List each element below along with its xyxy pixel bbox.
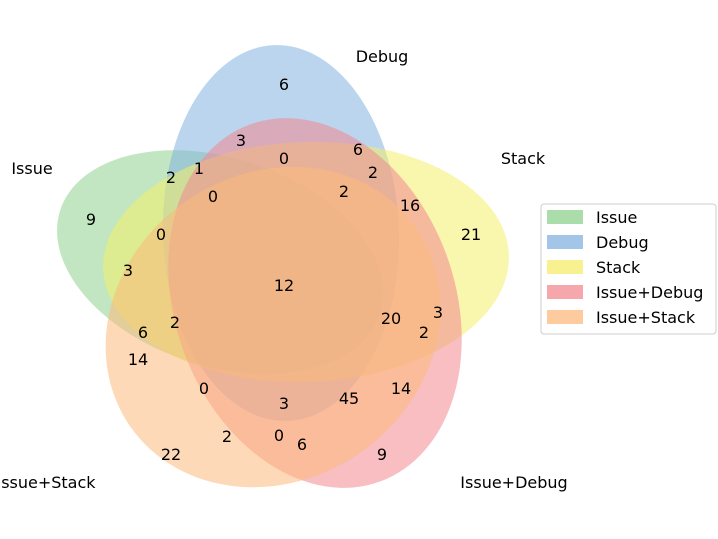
legend-label: Stack (596, 258, 641, 277)
region-count: 22 (161, 445, 181, 464)
legend-swatch-stack (547, 260, 583, 274)
region-count: 21 (461, 225, 481, 244)
legend: Issue Debug Stack Issue+Debug Issue+Stac… (540, 203, 717, 335)
legend-swatch-issue (547, 210, 583, 224)
region-count: 3 (123, 261, 133, 280)
set-ellipse-issue-stack (105, 166, 441, 488)
region-count: 6 (353, 140, 363, 159)
region-count: 2 (419, 323, 429, 342)
set-label-issue-debug: Issue+Debug (460, 473, 567, 492)
region-count: 12 (274, 276, 294, 295)
region-count: 2 (222, 427, 232, 446)
region-count: 1 (194, 159, 204, 178)
legend-label: Debug (596, 233, 649, 252)
region-count: 2 (339, 182, 349, 201)
set-shapes (57, 45, 509, 488)
region-count: 3 (236, 131, 246, 150)
legend-label: Issue (596, 208, 637, 227)
set-label-issue: Issue (11, 159, 52, 178)
region-count: 6 (279, 75, 289, 94)
legend-label: Issue+Stack (596, 308, 696, 327)
region-count: 45 (339, 389, 359, 408)
region-counts: 6 3 0 6 2 16 21 2 1 0 9 0 2 3 12 6 2 14 … (86, 75, 481, 464)
region-count: 0 (199, 379, 209, 398)
legend-swatch-debug (547, 235, 583, 249)
region-count: 2 (170, 313, 180, 332)
set-labels: Issue Debug Stack Issue+Debug Issue+Stac… (0, 47, 568, 492)
region-count: 0 (274, 426, 284, 445)
region-count: 20 (381, 309, 401, 328)
region-count: 6 (138, 323, 148, 342)
legend-swatch-issue-stack (547, 310, 583, 324)
region-count: 6 (297, 435, 307, 454)
set-label-debug: Debug (356, 47, 409, 66)
region-count: 0 (279, 149, 289, 168)
region-count: 14 (128, 350, 148, 369)
region-count: 9 (377, 445, 387, 464)
legend-swatch-issue-debug (547, 285, 583, 299)
legend-frame (540, 203, 717, 335)
region-count: 2 (368, 163, 378, 182)
region-count: 16 (400, 196, 420, 215)
region-count: 3 (433, 303, 443, 322)
region-count: 2 (166, 168, 176, 187)
region-count: 3 (279, 394, 289, 413)
region-count: 9 (86, 210, 96, 229)
region-count: 14 (391, 379, 411, 398)
set-label-issue-stack: Issue+Stack (0, 473, 96, 492)
region-count: 0 (156, 225, 166, 244)
legend-label: Issue+Debug (596, 283, 703, 302)
set-label-stack: Stack (501, 149, 546, 168)
region-count: 0 (208, 187, 218, 206)
